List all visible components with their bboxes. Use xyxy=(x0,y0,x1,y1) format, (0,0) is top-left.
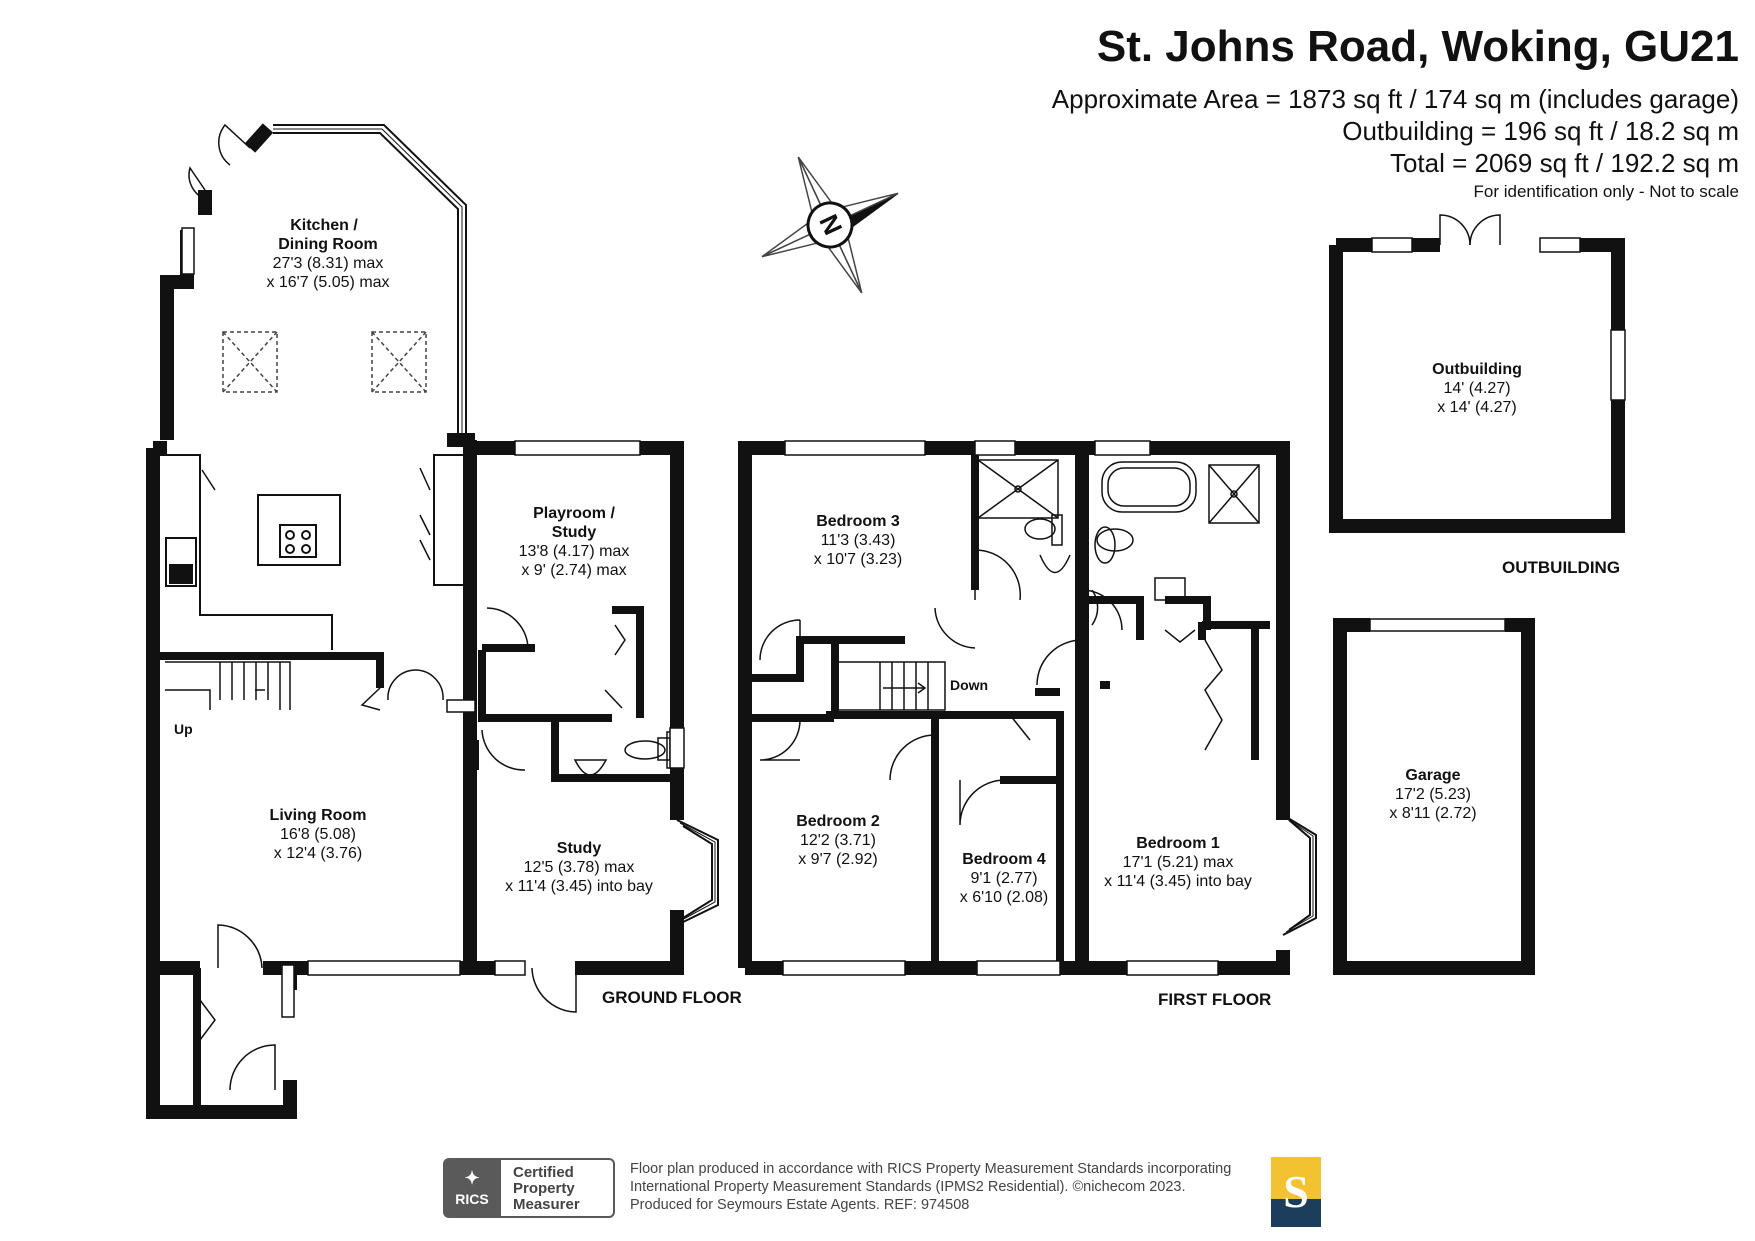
footer-notes: Floor plan produced in accordance with R… xyxy=(630,1160,1231,1214)
room-playroom: Playroom / Study 13'8 (4.17) max x 9' (2… xyxy=(519,505,630,579)
agent-logo-gold xyxy=(1271,1157,1321,1199)
bathroom-fittings xyxy=(977,459,1260,601)
room-dimension: x 6'10 (2.08) xyxy=(960,889,1048,906)
ground-floor-windows xyxy=(181,227,685,1018)
room-dimension: 12'5 (3.78) max xyxy=(524,859,635,876)
room-name: Study xyxy=(557,840,602,857)
footer-line: Produced for Seymours Estate Agents. REF… xyxy=(630,1197,970,1213)
room-name: Dining Room xyxy=(278,236,378,253)
room-bedroom1: Bedroom 1 17'1 (5.21) max x 11'4 (3.45) … xyxy=(1104,835,1252,890)
agent-logo-letter: S xyxy=(1283,1166,1309,1217)
room-living: Living Room 16'8 (5.08) x 12'4 (3.76) xyxy=(270,807,367,862)
total-area: Total = 2069 sq ft / 192.2 sq m xyxy=(1389,148,1739,178)
kitchen-fittings xyxy=(160,454,471,650)
rics-logo: ✦ RICS xyxy=(443,1158,501,1218)
room-name: Living Room xyxy=(270,807,367,824)
room-name: Bedroom 3 xyxy=(816,513,900,530)
room-name: Kitchen / xyxy=(290,217,358,234)
room-garage: Garage 17'2 (5.23) x 8'11 (2.72) xyxy=(1389,767,1476,822)
room-dimension: x 9' (2.74) max xyxy=(521,562,626,579)
rics-crest-icon: ✦ xyxy=(464,1168,480,1188)
first-floor-windows xyxy=(782,440,1219,976)
compass-rose xyxy=(761,156,899,294)
room-kitchen: Kitchen / Dining Room 27'3 (8.31) max x … xyxy=(266,217,389,291)
room-dimension: 12'2 (3.71) xyxy=(800,832,876,849)
room-dimension: x 11'4 (3.45) into bay xyxy=(505,878,653,895)
first-floor-doors xyxy=(759,549,1223,826)
room-name: Bedroom 4 xyxy=(962,851,1046,868)
ground-wc-fittings xyxy=(573,731,678,776)
bedroom1-bay-window xyxy=(1282,814,1317,936)
ground-floor-stairs xyxy=(165,661,291,710)
footer-line: Floor plan produced in accordance with R… xyxy=(630,1161,1232,1177)
rics-badge: ✦ RICS Certified Property Measurer xyxy=(443,1158,617,1218)
room-dimension: 13'8 (4.17) max xyxy=(519,543,630,560)
certified-property-measurer: Certified Property Measurer xyxy=(501,1158,615,1218)
first-floor-stairs xyxy=(835,661,946,711)
room-bedroom4: Bedroom 4 9'1 (2.77) x 6'10 (2.08) xyxy=(960,851,1048,906)
room-dimension: 9'1 (2.77) xyxy=(970,870,1037,887)
room-dimension: 17'2 (5.23) xyxy=(1395,786,1471,803)
ground-floor-label: GROUND FLOOR xyxy=(602,988,742,1007)
ground-floor-doors xyxy=(188,123,626,1091)
stairs-up-label: Up xyxy=(174,721,193,737)
room-dimension: 11'3 (3.43) xyxy=(821,532,896,549)
badge-line: Certified xyxy=(513,1164,574,1181)
outbuilding-area: Outbuilding = 196 sq ft / 18.2 sq m xyxy=(1342,116,1739,146)
room-dimension: x 9'7 (2.92) xyxy=(798,851,878,868)
room-dimension: 16'8 (5.08) xyxy=(280,826,356,843)
stairs-down-label: Down xyxy=(950,677,988,693)
approximate-area: Approximate Area = 1873 sq ft / 174 sq m… xyxy=(1051,84,1739,114)
room-name: Garage xyxy=(1405,767,1460,784)
disclaimer: For identification only - Not to scale xyxy=(1473,182,1739,201)
first-floor-label: FIRST FLOOR xyxy=(1158,990,1271,1009)
agent-logo: S xyxy=(1271,1157,1321,1227)
ground-floor-walls xyxy=(146,123,684,1119)
room-dimension: x 14' (4.27) xyxy=(1437,399,1517,416)
outbuilding-features xyxy=(1371,214,1626,401)
room-name: Playroom / xyxy=(533,505,615,522)
outbuilding-caption: OUTBUILDING xyxy=(1502,558,1620,577)
room-dimension: x 10'7 (3.23) xyxy=(814,551,902,568)
room-dimension: x 11'4 (3.45) into bay xyxy=(1104,873,1252,890)
room-dimension: x 16'7 (5.05) max xyxy=(266,274,389,291)
study-bay-window xyxy=(676,819,719,926)
badge-line: Measurer xyxy=(513,1196,580,1213)
badge-line: Property xyxy=(513,1180,575,1197)
room-name: Outbuilding xyxy=(1432,361,1522,378)
garage-walls xyxy=(1333,618,1535,975)
room-dimension: x 12'4 (3.76) xyxy=(274,845,362,862)
room-dimension: 14' (4.27) xyxy=(1443,380,1510,397)
property-title: St. Johns Road, Woking, GU21 xyxy=(1096,22,1739,71)
kitchen-bay-window xyxy=(273,124,467,440)
room-name: Bedroom 1 xyxy=(1136,835,1220,852)
skylights xyxy=(222,331,427,393)
room-study: Study 12'5 (3.78) max x 11'4 (3.45) into… xyxy=(505,840,653,895)
room-dimension: 27'3 (8.31) max xyxy=(273,255,384,272)
room-dimension: 17'1 (5.21) max xyxy=(1123,854,1234,871)
room-name: Study xyxy=(552,524,597,541)
footer-line: International Property Measurement Stand… xyxy=(630,1179,1186,1195)
rics-logo-text: RICS xyxy=(455,1191,489,1207)
room-name: Bedroom 2 xyxy=(796,813,880,830)
room-dimension: x 8'11 (2.72) xyxy=(1389,805,1476,822)
room-outbuilding: Outbuilding 14' (4.27) x 14' (4.27) xyxy=(1432,361,1522,416)
agent-logo-navy xyxy=(1271,1199,1321,1227)
garage-door xyxy=(1369,618,1506,632)
room-bedroom2: Bedroom 2 12'2 (3.71) x 9'7 (2.92) xyxy=(796,813,880,868)
room-bedroom3: Bedroom 3 11'3 (3.43) x 10'7 (3.23) xyxy=(814,513,902,568)
